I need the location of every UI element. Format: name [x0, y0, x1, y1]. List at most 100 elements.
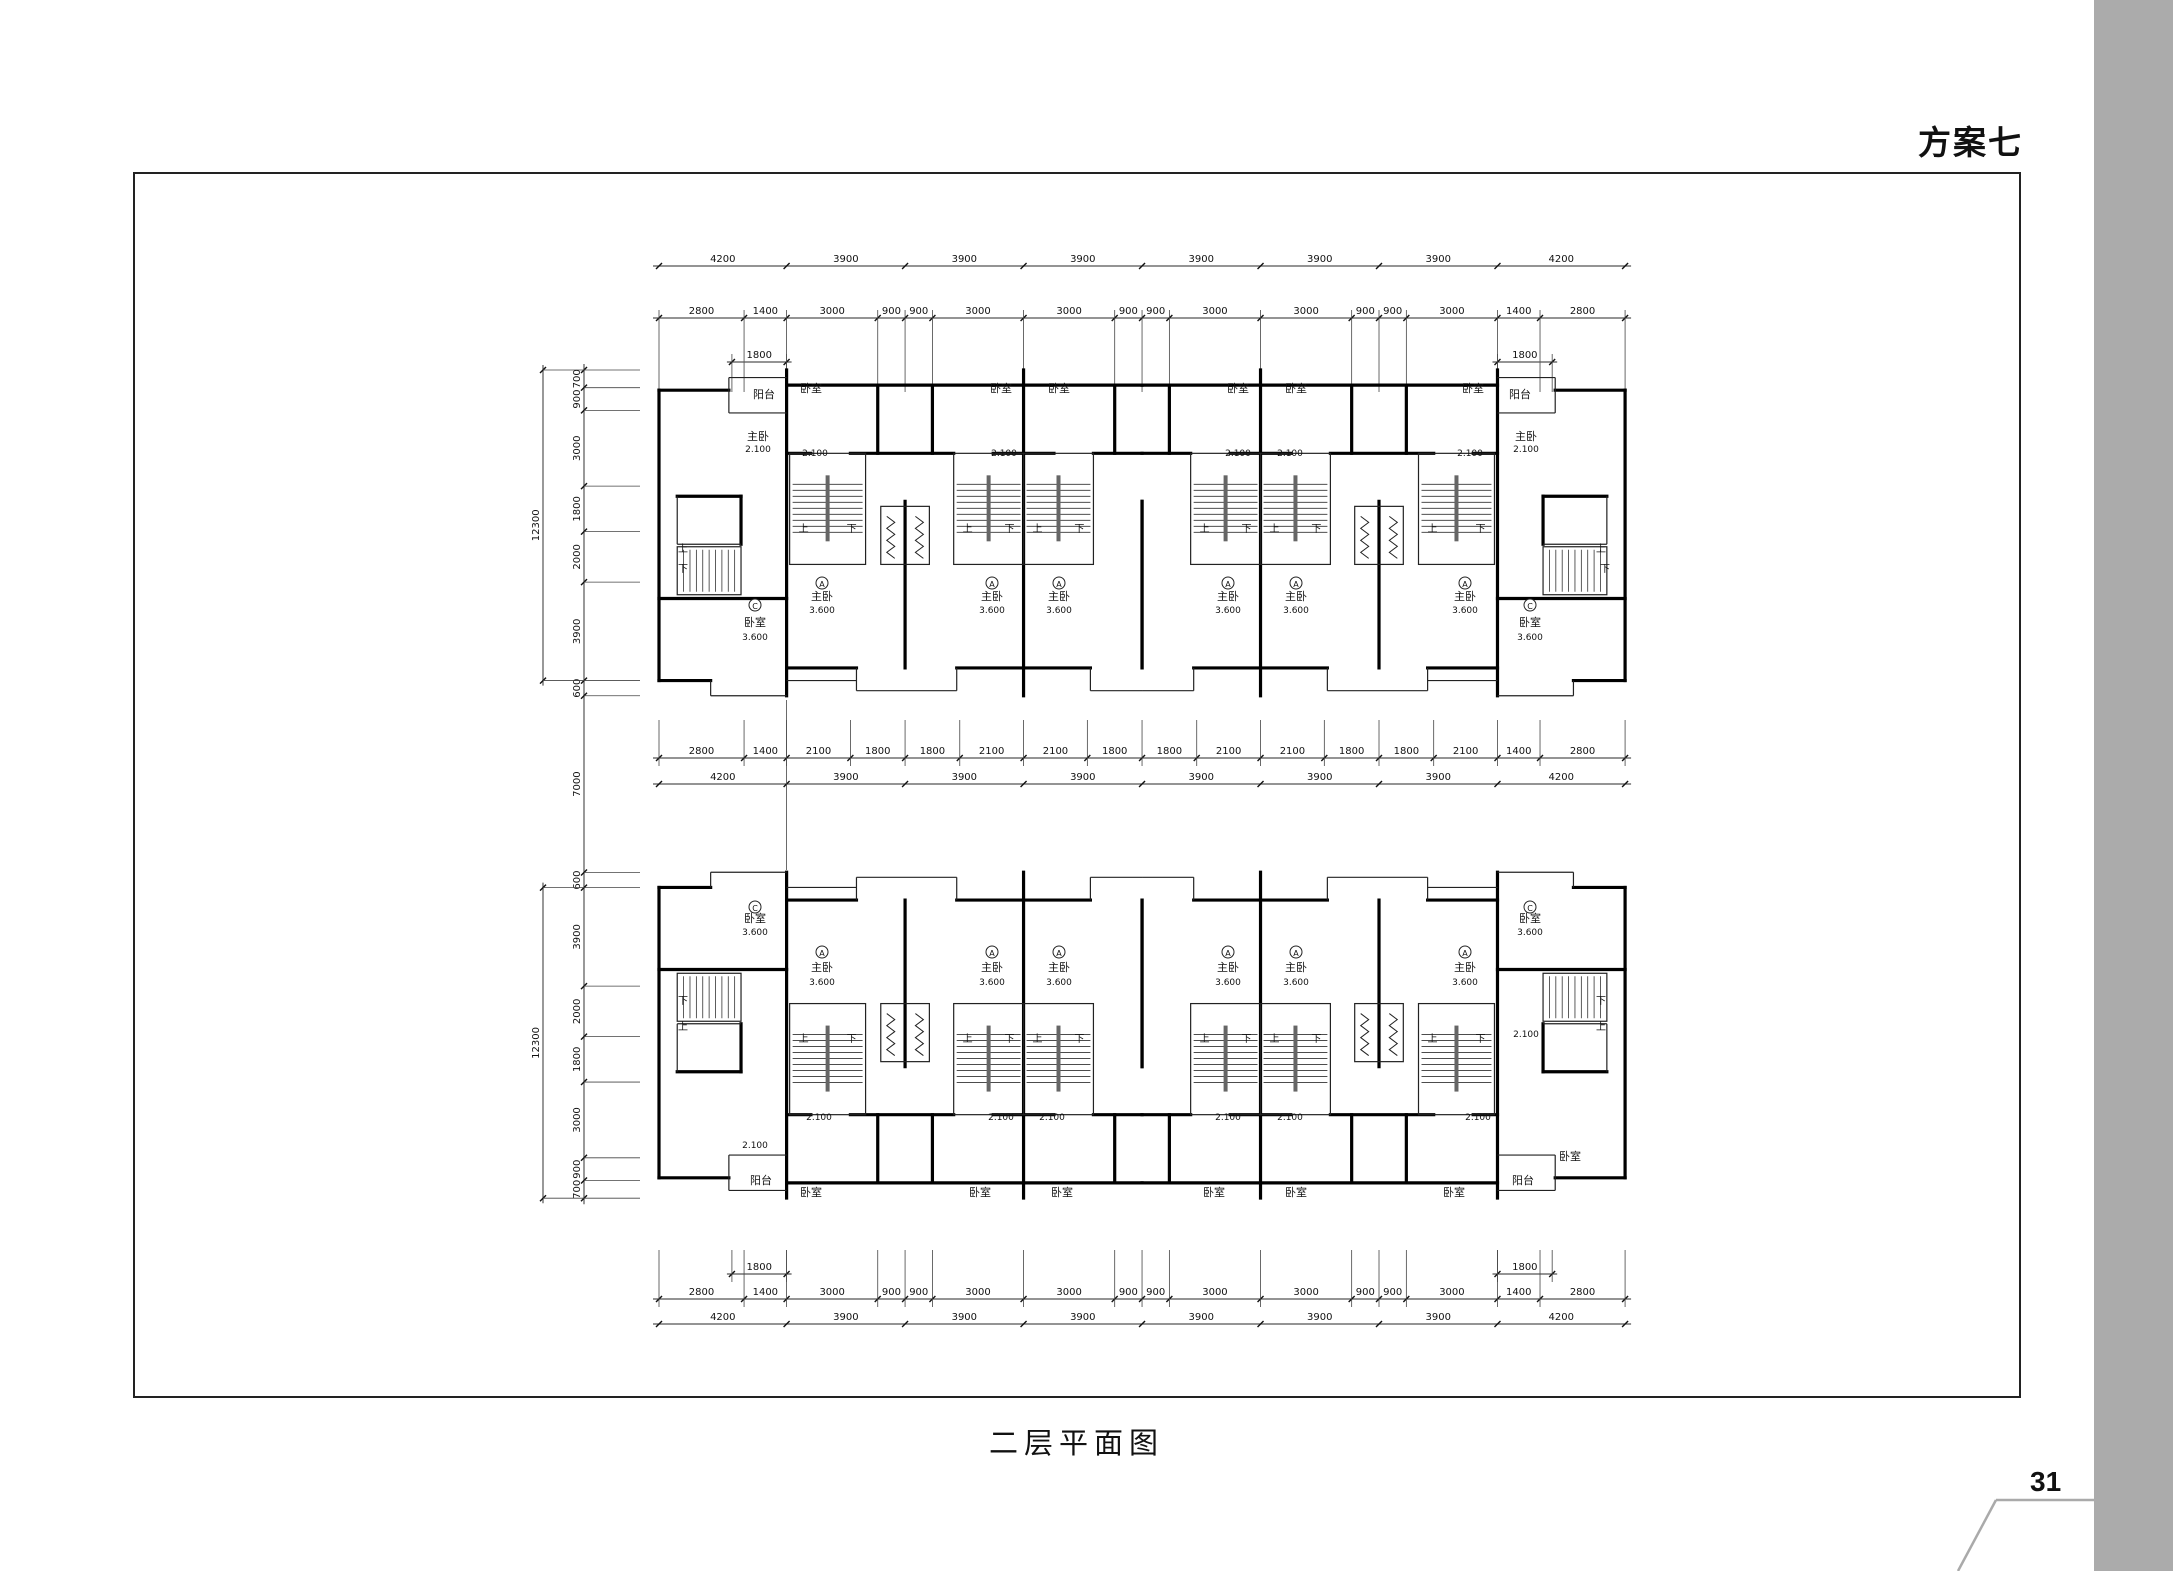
master-bedroom-label: 主卧	[811, 961, 833, 974]
page-side-tab	[2094, 0, 2173, 1571]
stair-up-label: 上	[1428, 523, 1438, 535]
dimension-tick	[655, 1320, 663, 1328]
master-bedroom-label: 主卧	[747, 430, 769, 443]
stair-down-label: 下	[678, 564, 688, 575]
dimension-label: 3000	[1056, 1287, 1081, 1298]
dimension-label: 3900	[1307, 254, 1332, 265]
dimension-label: 1800	[572, 1047, 583, 1072]
dimension-label: 1400	[753, 306, 778, 317]
dimension-tick	[783, 262, 791, 270]
balcony-label: 阳台	[1512, 1173, 1534, 1187]
dimension-label: 900	[572, 389, 583, 408]
closet-hangers	[914, 515, 925, 559]
stair-down-label: 下	[1475, 1034, 1485, 1045]
dimension-label: 3000	[1056, 306, 1081, 317]
elevation-label: 3.600	[979, 606, 1005, 616]
unit-type-circle	[985, 945, 999, 959]
dimension-label: 3900	[1307, 1312, 1332, 1323]
unit-type-circle	[815, 576, 829, 590]
dimension-tick	[655, 780, 663, 788]
dimension-label: 4200	[710, 1312, 735, 1323]
bedroom-label: 卧室	[1051, 1185, 1073, 1199]
dimension-label: 3000	[572, 1107, 583, 1132]
unit-type-circle	[1458, 576, 1472, 590]
dimension-label: 900	[882, 306, 901, 317]
dimension-tick	[1493, 780, 1501, 788]
unit-type-circle	[815, 945, 829, 959]
dimension-label: 4200	[1549, 1312, 1574, 1323]
dimension-label: 1800	[1102, 746, 1127, 757]
unit-type-label: A	[1462, 580, 1468, 589]
stair-up-label: 上	[1033, 1033, 1043, 1045]
stair-handrail	[986, 475, 991, 542]
dimension-label: 1400	[1506, 306, 1531, 317]
drawing-caption: 二层平面图	[988, 1426, 1164, 1460]
stair-handrail	[825, 1025, 830, 1092]
dimension-tick	[1257, 1320, 1265, 1328]
stair-up-label: 上	[1270, 1033, 1280, 1045]
master-bedroom-label: 主卧	[981, 961, 1003, 974]
bedroom-label: 卧室	[800, 1185, 822, 1199]
stair-down-label: 下	[1242, 1034, 1252, 1045]
elevation-label: 3.600	[1215, 606, 1241, 616]
bedroom-label: 卧室	[1519, 615, 1541, 629]
unit-type-label: A	[1293, 580, 1299, 589]
elevation-label: 3.600	[809, 978, 835, 988]
unit-type-circle	[1221, 945, 1235, 959]
dimension-label: 2100	[806, 746, 831, 757]
master-bedroom-label: 主卧	[981, 590, 1003, 603]
page-number: 31	[2030, 1466, 2062, 1497]
dimension-label: 4200	[1549, 254, 1574, 265]
unit-type-circle	[1289, 576, 1303, 590]
master-bedroom-label: 主卧	[1454, 961, 1476, 974]
dimension-label: 4200	[1549, 772, 1574, 783]
dimension-label: 1800	[1339, 746, 1364, 757]
closet-hangers	[1388, 515, 1399, 559]
dimension-label: 1400	[1506, 1287, 1531, 1298]
dimension-label: 3900	[1426, 254, 1451, 265]
stair	[1417, 1002, 1496, 1116]
dimension-label: 900	[1383, 306, 1402, 317]
stair-up-label: 上	[799, 1033, 809, 1045]
dimension-label: 3900	[833, 254, 858, 265]
dimension-label: 1800	[865, 746, 890, 757]
stair	[789, 452, 867, 566]
dimension-label: 3900	[952, 254, 977, 265]
dimension-tick	[1257, 780, 1265, 788]
dimension-tick	[1621, 262, 1629, 270]
unit-type-circle	[1523, 900, 1537, 914]
elevation-label: 3.600	[1452, 978, 1478, 988]
dimension-tick	[1020, 1320, 1028, 1328]
dimension-label: 3900	[1070, 772, 1095, 783]
unit-type-label: A	[1225, 949, 1231, 958]
stair-up-label: 上	[799, 523, 809, 535]
unit-type-label: A	[1225, 580, 1231, 589]
dimension-tick	[1138, 780, 1146, 788]
dimension-label: 1800	[1394, 746, 1419, 757]
master-bedroom-label: 主卧	[1285, 961, 1307, 974]
dimension-label: 1800	[747, 1262, 772, 1273]
dimension-label: 900	[909, 306, 928, 317]
dimension-label: 3000	[965, 306, 990, 317]
stair-up-label: 上	[1596, 543, 1606, 555]
drawing-frame	[133, 172, 2021, 1398]
dimension-label: 3000	[819, 1287, 844, 1298]
master-bedroom-label: 主卧	[1217, 961, 1239, 974]
dimension-label: 2000	[572, 544, 583, 569]
closet-hangers	[885, 1013, 896, 1056]
stair-handrail	[1223, 475, 1228, 542]
dimension-tick	[783, 1320, 791, 1328]
dimension-tick	[1375, 780, 1383, 788]
dimension-label: 4200	[710, 254, 735, 265]
dimension-label: 700	[572, 369, 583, 388]
dimension-label: 900	[1356, 306, 1375, 317]
stair-handrail	[1056, 475, 1061, 542]
closet-hangers	[914, 1013, 925, 1056]
dimension-label: 2800	[689, 306, 714, 317]
dimension-label: 2100	[979, 746, 1004, 757]
dimension-label: 1400	[1506, 746, 1531, 757]
closet-hangers	[1359, 1013, 1370, 1056]
dimension-label: 12300	[531, 509, 542, 541]
dimension-label: 900	[1119, 1287, 1138, 1298]
stair-up-label: 上	[678, 1021, 688, 1033]
